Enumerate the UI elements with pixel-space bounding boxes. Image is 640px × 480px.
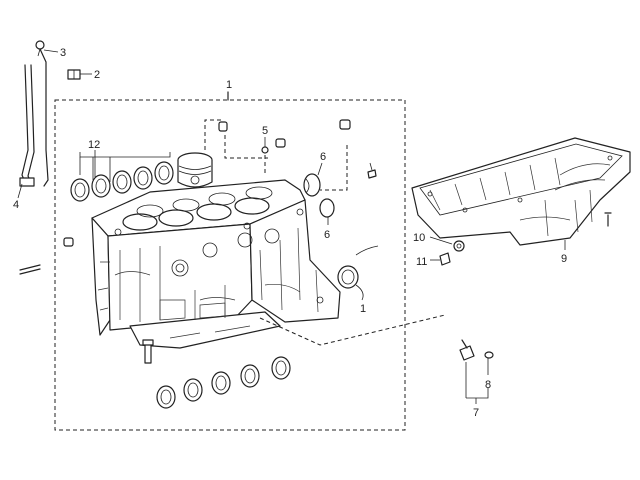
cylinder-head-dowel (218, 121, 228, 132)
callout-7: 7 (473, 407, 479, 419)
callout-9: 9 (561, 253, 567, 265)
guide-clamp-bolt (67, 69, 81, 80)
expansion-plug-upper (303, 173, 321, 197)
leader-1-seal (355, 284, 364, 301)
piston-dash-guide (204, 119, 222, 150)
drain-plug-gasket (453, 240, 465, 252)
piston (177, 152, 213, 188)
callout-12: 12 (88, 139, 100, 151)
plug-dash-guide (320, 145, 348, 191)
rear-oil-seal (337, 265, 359, 289)
leader-12-bracket (79, 150, 171, 182)
drain-dash-guide (259, 314, 446, 346)
callout-8: 8 (485, 379, 491, 391)
callout-4: 4 (13, 199, 19, 211)
cylinder-block (91, 179, 341, 349)
oil-jet-bolt (261, 137, 269, 154)
dipstick (35, 40, 49, 187)
oil-level-sensor (459, 339, 475, 361)
sensor-washer (484, 351, 494, 359)
oil-pan (411, 137, 631, 246)
leader-7-bracket (465, 362, 489, 404)
callout-11: 11 (416, 256, 427, 268)
callout-2: 2 (94, 69, 100, 81)
callout-1: 1 (226, 79, 232, 91)
leader-10 (429, 236, 453, 245)
block-plug (275, 119, 351, 148)
dipstick-guide-tube (19, 64, 35, 187)
callout-6-upper: 6 (320, 151, 326, 163)
sensor-wire (355, 245, 379, 256)
leader-6a (317, 162, 323, 176)
callout-1-seal: 1 (360, 303, 366, 315)
callout-3: 3 (60, 47, 66, 59)
callout-5: 5 (262, 125, 268, 137)
main-bearing-cap-bolt (142, 339, 154, 364)
callout-6-lower: 6 (324, 229, 330, 241)
leader-4 (17, 183, 23, 199)
drain-plug (439, 252, 451, 266)
block-side-plug (19, 237, 74, 275)
piston-ring-set (70, 161, 174, 202)
assembly-frame (54, 99, 406, 431)
main-bearing-shells (156, 356, 291, 409)
callout-10: 10 (413, 232, 425, 244)
dowel-pin (367, 162, 377, 179)
expansion-plug-lower (319, 198, 335, 218)
leader-3 (43, 49, 59, 53)
piston-guide-dash (224, 135, 268, 159)
